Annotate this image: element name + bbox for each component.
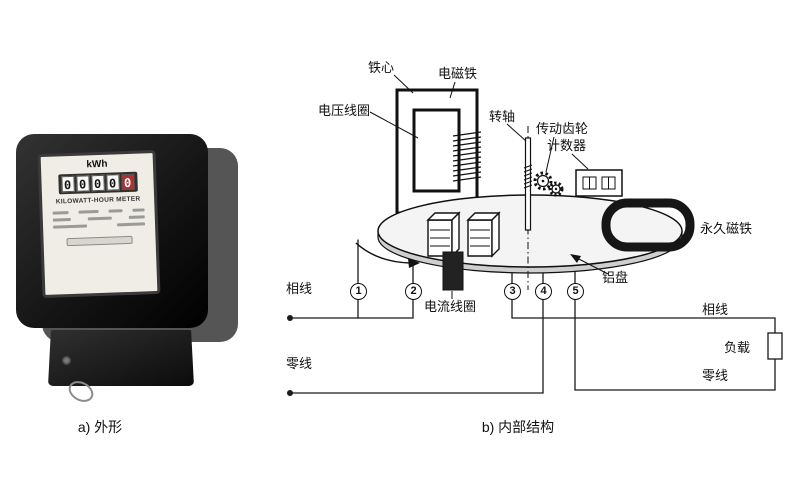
meter-body: kWh 0 0 0 0 0 KILOWATT-HOUR METER: [16, 134, 208, 328]
meter-counter: 0 0 0 0 0: [57, 171, 138, 195]
meter-spec-text: [52, 208, 146, 229]
label-neutral-left: 零线: [286, 356, 313, 371]
counter-digit: 0: [90, 174, 105, 192]
phase-wire-right: [511, 317, 776, 334]
terminal-4: 4: [535, 283, 552, 300]
rotation-arrowhead: [408, 258, 420, 268]
label-counter: 计数器: [547, 138, 587, 153]
meter-unit-label: kWh: [86, 158, 108, 171]
label-permanent-magnet: 永久磁铁: [700, 221, 753, 236]
disc-pointer-arrowhead: [570, 254, 581, 263]
label-load: 负载: [724, 340, 751, 355]
current-coil: [426, 211, 501, 258]
neutral-terminal-dot: [287, 390, 293, 396]
counter-box: [575, 169, 623, 197]
electromagnet-core: [395, 88, 479, 215]
label-phase-right: 相线: [702, 302, 729, 317]
permanent-magnet: [601, 198, 695, 252]
meter-seal-screw: [62, 356, 71, 365]
meter-face: kWh 0 0 0 0 0 KILOWATT-HOUR METER: [37, 149, 161, 299]
terminal-3: 3: [504, 283, 521, 300]
meter-photo: kWh 0 0 0 0 0 KILOWATT-HOUR METER: [14, 132, 246, 406]
meter-title: KILOWATT-HOUR METER: [55, 195, 141, 206]
terminal-2: 2: [405, 283, 422, 300]
counter-digit: 0: [105, 174, 120, 191]
label-iron-core: 铁心: [368, 60, 395, 75]
counter-digit: 0: [75, 175, 90, 192]
label-drive-gear: 传动齿轮: [536, 121, 589, 136]
shaft: [523, 126, 533, 290]
label-shaft: 转轴: [489, 109, 516, 124]
phase-terminal-dot: [287, 315, 293, 321]
label-current-coil: 电流线圈: [424, 299, 477, 314]
caption-external-view: a) 外形: [77, 419, 123, 435]
label-voltage-coil: 电压线圈: [318, 103, 371, 118]
counter-digit-decimal: 0: [120, 173, 135, 191]
load-resistor: [767, 332, 783, 360]
terminal-5: 5: [567, 283, 584, 300]
current-coil-core: [442, 251, 464, 291]
wiring: [289, 239, 776, 394]
label-phase-left: 相线: [286, 281, 313, 296]
voltage-coil-winding: [452, 131, 482, 182]
caption-internal-structure: b) 内部结构: [481, 419, 555, 435]
rotation-arrow: [355, 242, 411, 264]
label-electromagnet: 电磁铁: [438, 66, 478, 81]
label-neutral-right: 零线: [702, 368, 729, 383]
drive-gears: [533, 171, 564, 197]
leader-lines: [369, 74, 609, 299]
terminal-1: 1: [350, 283, 367, 300]
meter-disc-window: [66, 235, 133, 247]
neutral-wire-right: [574, 358, 776, 391]
counter-digit: 0: [60, 175, 75, 193]
label-aluminum-disc: 铝盘: [602, 270, 629, 285]
meter-terminal-cover: [48, 330, 194, 386]
